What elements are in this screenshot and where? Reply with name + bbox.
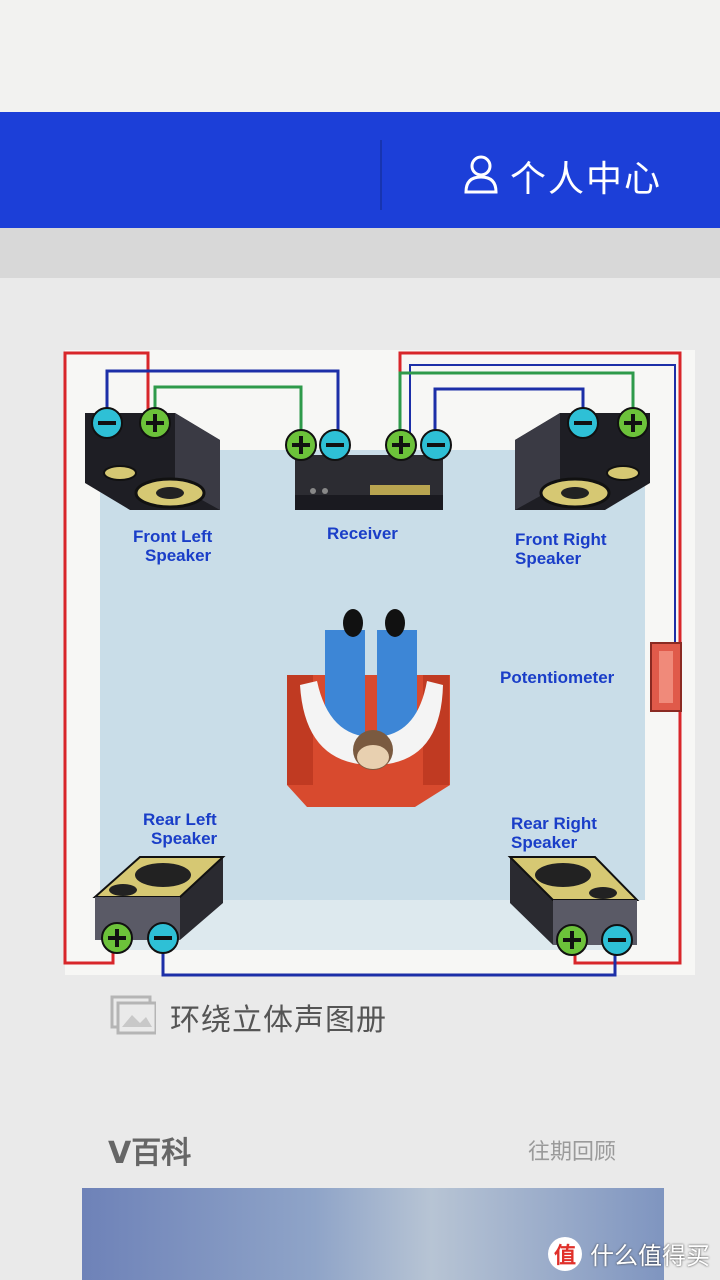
receiver-minus-right-terminal (420, 429, 452, 461)
receiver-plus-right-terminal (385, 429, 417, 461)
gallery-label: 环绕立体声图册 (170, 1003, 387, 1038)
rear-left-plus-terminal (101, 922, 133, 954)
wire-blue-front-right (433, 387, 585, 441)
front-left-minus-terminal (91, 407, 123, 439)
watermark-badge: 值 (548, 1236, 582, 1271)
rear-right-label-line2: Speaker (511, 833, 578, 852)
rear-right-minus-terminal (601, 924, 633, 956)
rear-right-label-line1: Rear Right (511, 814, 597, 833)
wire-green-front-right (398, 371, 635, 441)
rear-left-minus-terminal (147, 922, 179, 954)
top-band (0, 0, 720, 112)
navbar (0, 112, 720, 228)
front-left-label-line2: Speaker (145, 546, 212, 565)
rear-left-label-line2: Speaker (151, 829, 218, 848)
watermark-text: 什么值得买 (590, 1242, 710, 1270)
front-left-label-line1: Front Left (133, 527, 213, 546)
front-right-minus-terminal (567, 407, 599, 439)
section-title: V百科 (108, 1136, 192, 1171)
rear-left-label-line1: Rear Left (143, 810, 217, 829)
front-right-plus-terminal (617, 407, 649, 439)
front-left-speaker (85, 413, 220, 510)
watermark: 值 什么值得买 (548, 1236, 710, 1271)
navbar-divider (380, 140, 382, 210)
receiver-plus-left-terminal (285, 429, 317, 461)
front-right-label-line2: Speaker (515, 549, 582, 568)
user-center-label: 个人中心 (510, 159, 663, 200)
gallery-link[interactable]: 环绕立体声图册 (110, 995, 387, 1039)
rear-right-plus-terminal (556, 924, 588, 956)
front-right-speaker (515, 413, 650, 510)
wire-green-front-left (153, 385, 303, 441)
past-review-link[interactable]: 往期回顾 (528, 1140, 617, 1165)
wire-blue-rear (161, 943, 617, 977)
receiver (295, 455, 443, 510)
wire-blue-right-side (409, 364, 676, 645)
front-right-label-line1: Front Right (515, 530, 607, 549)
wire-blue-front-left (105, 369, 340, 441)
gallery-icon (110, 995, 158, 1039)
surround-wiring-diagram[interactable]: Front Left Speaker Receiver (55, 345, 705, 989)
user-icon (462, 154, 500, 198)
potentiometer (650, 642, 682, 712)
listener-person (300, 609, 443, 770)
wire-red-left (63, 351, 150, 965)
receiver-label: Receiver (327, 524, 398, 543)
receiver-minus-left-terminal (319, 429, 351, 461)
user-center-link[interactable]: 个人中心 (462, 150, 662, 202)
sub-band (0, 228, 720, 278)
potentiometer-label: Potentiometer (500, 668, 615, 687)
front-left-plus-terminal (139, 407, 171, 439)
